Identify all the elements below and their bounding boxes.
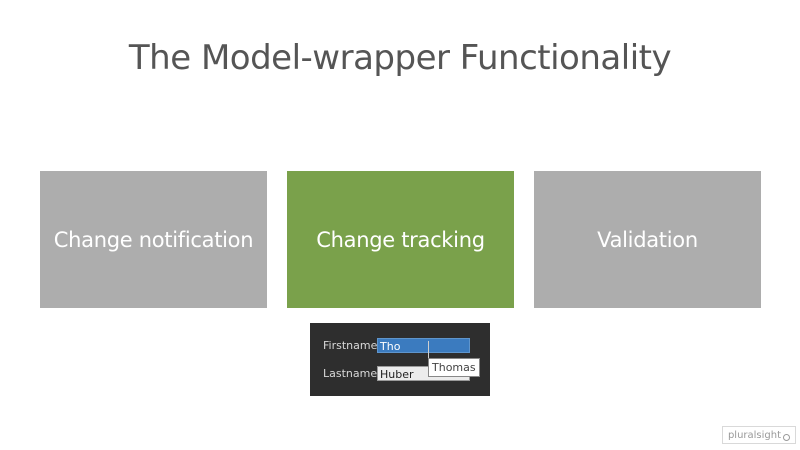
circle-mark-icon xyxy=(783,433,791,441)
tile-label: Change tracking xyxy=(316,227,485,252)
mouse-cursor xyxy=(428,341,429,365)
tile-change-tracking: Change tracking xyxy=(287,171,514,308)
original-value-tooltip: Thomas xyxy=(428,358,480,377)
lastname-label: Lastname xyxy=(323,367,378,380)
logo-text: pluralsight xyxy=(727,429,782,441)
pluralsight-logo: pluralsight xyxy=(722,426,796,444)
tile-change-notification: Change notification xyxy=(40,171,267,308)
firstname-label: Firstname xyxy=(323,339,378,352)
tile-label: Change notification xyxy=(53,227,254,252)
tile-validation: Validation xyxy=(534,171,761,308)
tile-label: Validation xyxy=(597,227,698,252)
slide-title: The Model-wrapper Functionality xyxy=(128,38,672,78)
demo-form-screenshot: Firstname Tho Lastname Huber Thomas xyxy=(310,323,490,396)
firstname-input[interactable]: Tho xyxy=(377,338,470,353)
